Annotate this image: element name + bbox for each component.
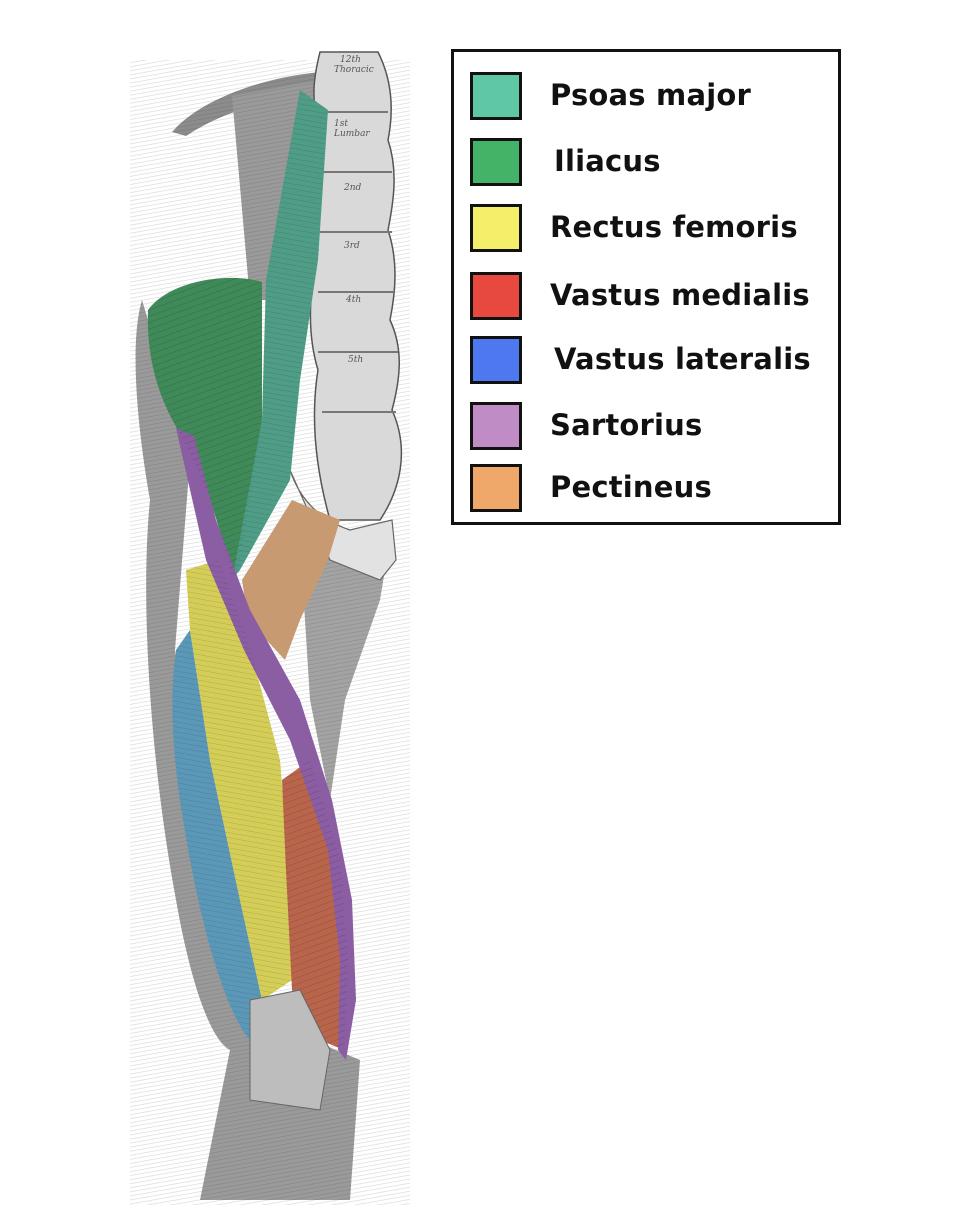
iliacus-fibers bbox=[147, 277, 262, 580]
rectus-fibers bbox=[186, 560, 292, 1000]
legend-label: Rectus femoris bbox=[550, 210, 798, 244]
legend-item-pectineus: Pectineus bbox=[470, 464, 830, 516]
legend-label: Vastus lateralis bbox=[554, 342, 811, 376]
legend-swatch bbox=[470, 204, 522, 252]
pectineus-region bbox=[242, 500, 340, 660]
legend-item-iliacus: Iliacus bbox=[470, 138, 830, 190]
psoas-fibers bbox=[232, 90, 328, 580]
legend-item-vastus-medialis: Vastus medialis bbox=[470, 272, 830, 324]
legend-item-vastus-lateralis: Vastus lateralis bbox=[470, 336, 830, 388]
vertebra-label: 12th bbox=[340, 55, 361, 65]
legend-swatch bbox=[470, 138, 522, 186]
legend-label: Vastus medialis bbox=[550, 278, 810, 312]
patellar-tendon-shape bbox=[249, 989, 331, 1111]
vertebra-label: 3rd bbox=[344, 241, 360, 251]
legend-item-psoas-major: Psoas major bbox=[470, 72, 830, 124]
legend-label: Pectineus bbox=[550, 470, 712, 504]
vertebra-label: 2nd bbox=[343, 183, 362, 193]
legend-swatch bbox=[470, 272, 522, 320]
vertebra-label: Thoracic bbox=[334, 65, 374, 75]
vertebra-label: Lumbar bbox=[333, 129, 370, 139]
legend-swatch bbox=[470, 402, 522, 450]
legend-item-rectus-femoris: Rectus femoris bbox=[470, 204, 830, 256]
vastus-medialis-fibers bbox=[282, 760, 348, 1050]
legend-label: Iliacus bbox=[554, 144, 661, 178]
vertebra-label: 4th bbox=[345, 295, 361, 305]
vertebra-label: 1st bbox=[334, 119, 348, 129]
legend-swatch bbox=[470, 336, 522, 384]
legend-item-sartorius: Sartorius bbox=[470, 402, 830, 454]
vastus-lateralis-fibers bbox=[172, 630, 262, 1040]
lumbar-spine: 12th Thoracic 1st Lumbar 2nd 3rd 4th 5th bbox=[289, 51, 403, 581]
legend: Psoas major Iliacus Rectus femoris Vastu… bbox=[451, 49, 841, 525]
vertebra-label: 5th bbox=[348, 355, 363, 365]
vertebra-dividers bbox=[316, 111, 398, 413]
legend-label: Psoas major bbox=[550, 78, 752, 112]
legend-swatch bbox=[470, 464, 522, 512]
legend-swatch bbox=[470, 72, 522, 120]
legend-label: Sartorius bbox=[550, 408, 703, 442]
